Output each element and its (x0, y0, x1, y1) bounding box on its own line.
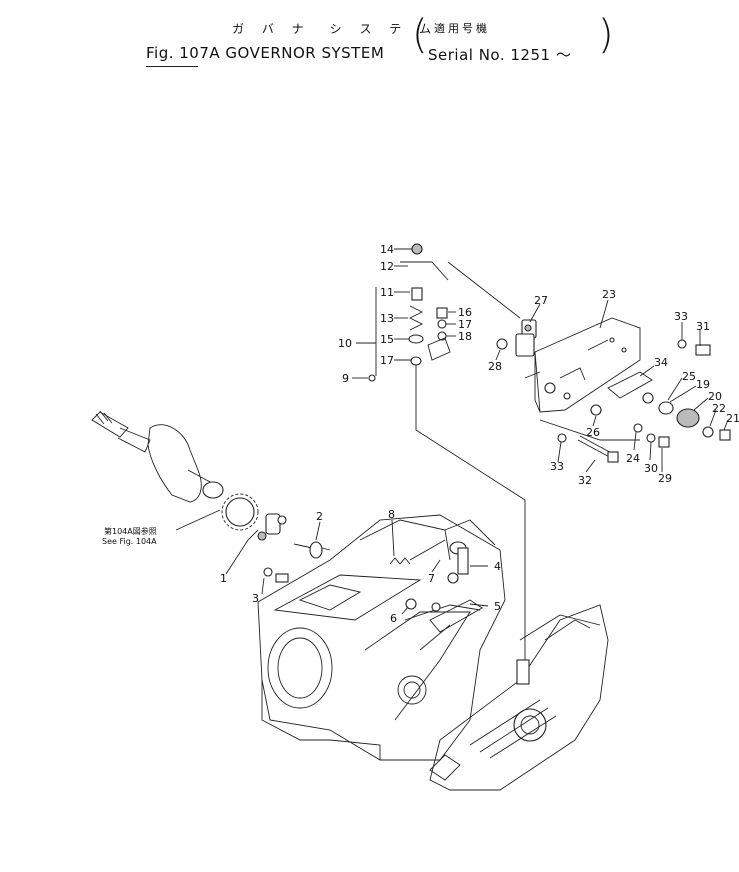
figure-title: Fig. 107A GOVERNOR SYSTEM (146, 44, 385, 62)
callout-25: 25 (682, 370, 696, 383)
governor-shaft-drawing (293, 541, 331, 559)
callout-27: 27 (534, 294, 548, 307)
callout-15: 15 (380, 333, 394, 346)
callout-32: 32 (578, 474, 592, 487)
callout-4: 4 (494, 560, 501, 573)
washer-33-drawing (677, 339, 687, 349)
callout-21: 21 (726, 412, 739, 425)
open-parenthesis: ( (412, 12, 428, 58)
callout-6: 6 (390, 612, 397, 625)
callout-8: 8 (388, 508, 395, 521)
bracket-27-drawing (515, 319, 537, 357)
callout-29: 29 (658, 472, 672, 485)
title-underline (146, 66, 198, 67)
engine-block-drawing (257, 514, 506, 761)
japanese-title: ガ バ ナ シ ス テ ム (232, 22, 439, 36)
serial-range: Serial No. 1251 ～ (428, 46, 572, 64)
callout-18: 18 (458, 330, 472, 343)
callout-26: 26 (586, 426, 600, 439)
adjust-knob-drawing (642, 392, 731, 441)
callout-10: 10 (338, 337, 352, 350)
callout-1: 1 (220, 572, 227, 585)
callout-19: 19 (696, 378, 710, 391)
callout-33-upper: 33 (674, 310, 688, 323)
callout-7: 7 (428, 572, 435, 585)
lower-fasteners-drawing (557, 404, 670, 463)
callout-31: 31 (696, 320, 710, 333)
close-parenthesis: ) (598, 12, 614, 58)
callout-34: 34 (654, 356, 668, 369)
bolt-31-drawing (695, 344, 711, 356)
callout-2: 2 (316, 510, 323, 523)
callout-17-upper: 17 (458, 318, 472, 331)
callout-9: 9 (342, 372, 349, 385)
injection-pump-drawing (429, 604, 609, 791)
callout-30: 30 (644, 462, 658, 475)
callout-14: 14 (380, 243, 394, 256)
leader-lines (175, 248, 729, 660)
callout-11: 11 (380, 286, 394, 299)
spring-assembly-drawing (368, 243, 451, 382)
callout-28: 28 (488, 360, 502, 373)
japanese-serial-label: 適用号機 (434, 22, 490, 35)
callout-24: 24 (626, 452, 640, 465)
crankshaft-drawing (91, 410, 224, 503)
callout-17-lower: 17 (380, 354, 394, 367)
timing-gear-drawing (221, 493, 287, 541)
reference-note-jp: 第104A図参照 (104, 526, 157, 536)
callout-16: 16 (458, 306, 472, 319)
callout-33-lower: 33 (550, 460, 564, 473)
lever-spring-drawing (389, 539, 483, 651)
callout-23: 23 (602, 288, 616, 301)
callout-3: 3 (252, 592, 259, 605)
bolt-3-drawing (263, 567, 289, 583)
governor-cover-drawing (524, 317, 653, 413)
reference-note-en: See Fig. 104A (102, 537, 157, 546)
callout-13: 13 (380, 312, 394, 325)
callout-12: 12 (380, 260, 394, 273)
callout-5: 5 (494, 600, 501, 613)
washer-28-drawing (496, 338, 508, 350)
callout-22: 22 (712, 402, 726, 415)
callout-20: 20 (708, 390, 722, 403)
